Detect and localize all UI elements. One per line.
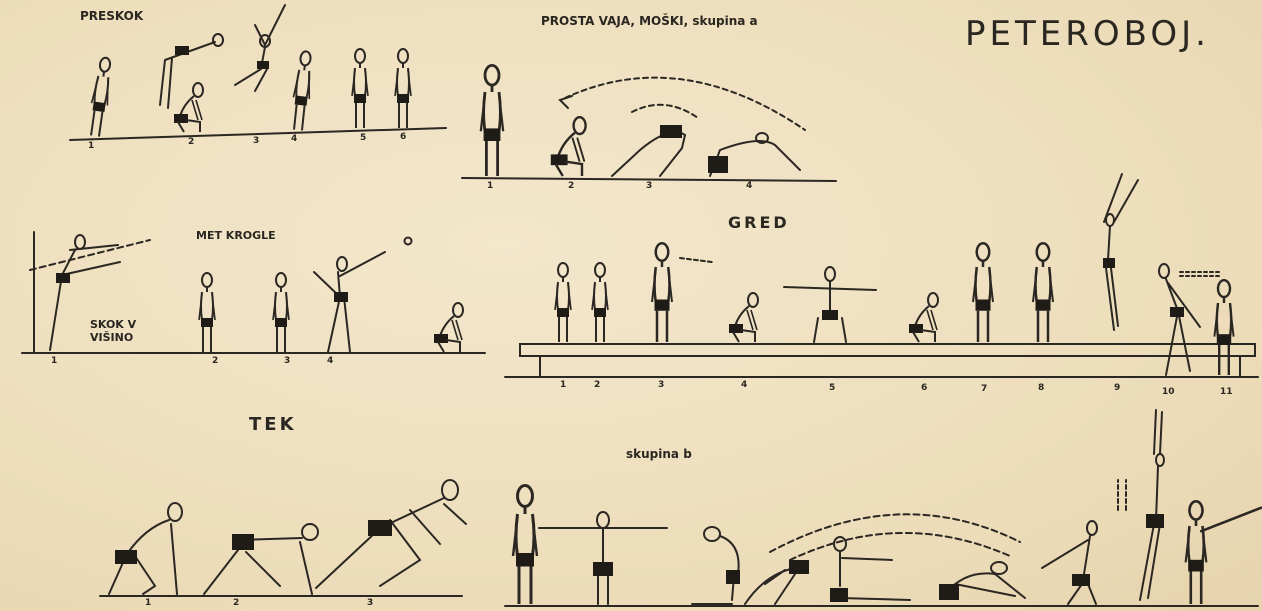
tek-figures — [100, 480, 466, 596]
skupina-b-figures — [505, 410, 1261, 606]
met-krogle-figures — [22, 232, 485, 353]
prosta-vaja-figures — [462, 65, 836, 181]
preskok-figures — [70, 5, 446, 140]
gred-figures — [505, 174, 1258, 377]
